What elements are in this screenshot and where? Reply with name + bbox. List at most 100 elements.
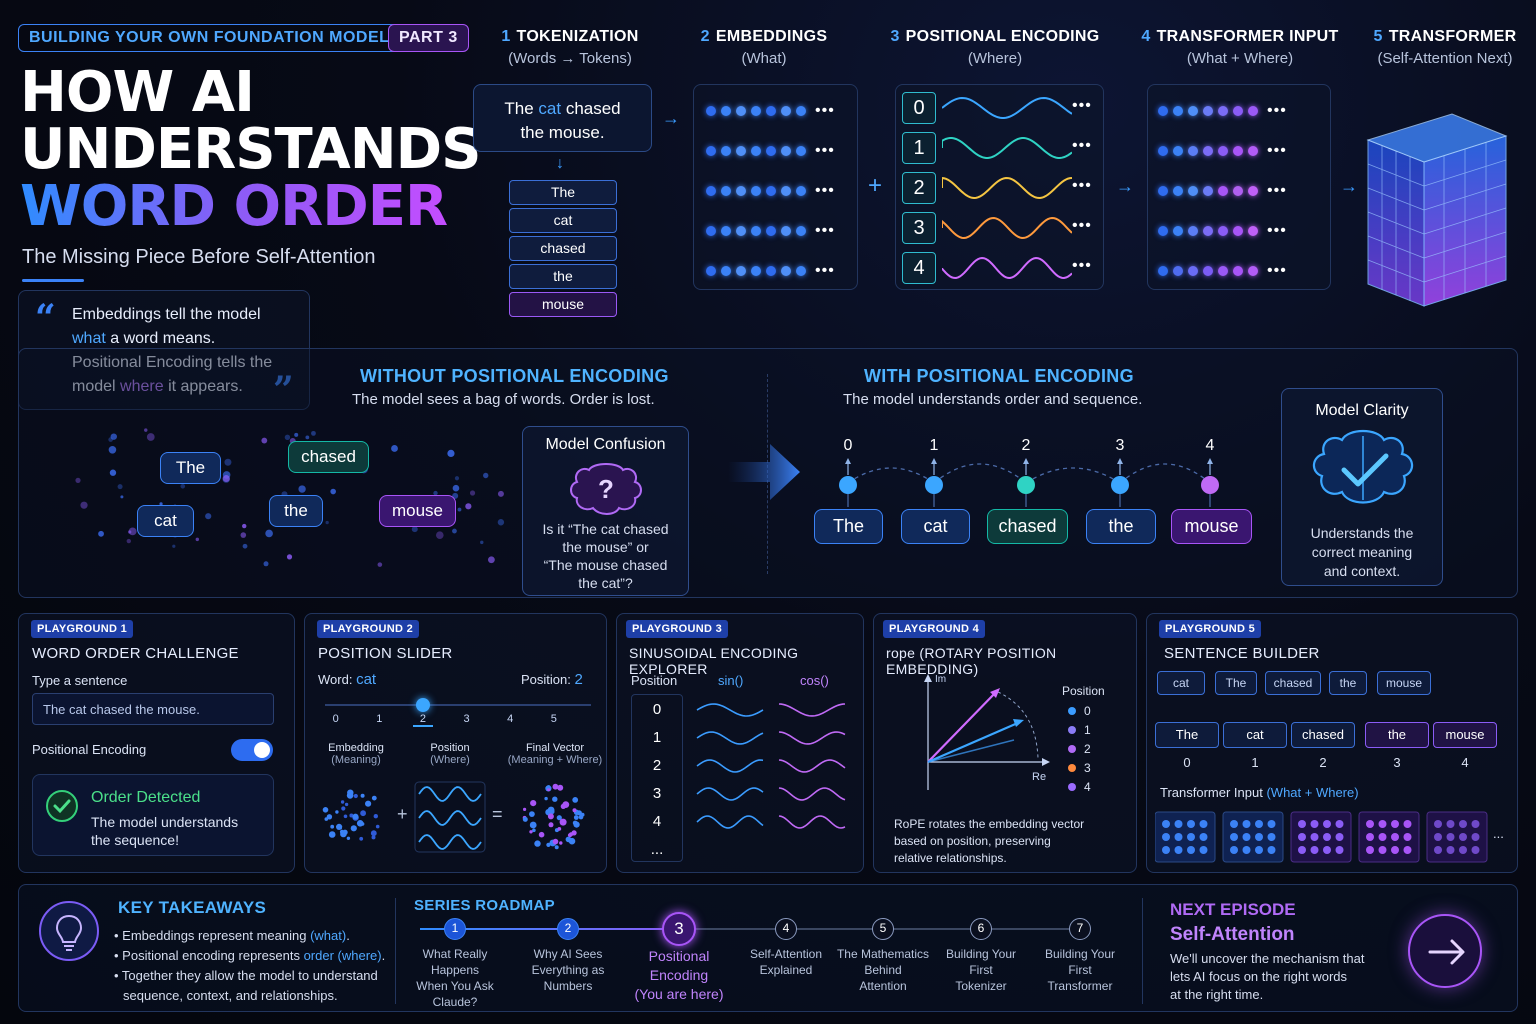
roadmap-step-2[interactable]: 2 — [557, 918, 579, 940]
vector-sum-graphic — [322, 781, 585, 853]
input-row-0: ••• — [1158, 102, 1287, 120]
arrow-right-icon: → — [1340, 176, 1358, 196]
footer-divider-2 — [1142, 898, 1143, 1004]
builder-chip-4[interactable]: mouse — [1377, 671, 1431, 695]
builder-chip-1[interactable]: The — [1215, 671, 1257, 695]
seq-node-0 — [839, 476, 857, 494]
pe-toggle[interactable] — [231, 739, 273, 761]
axis-re: Re — [1032, 771, 1046, 783]
pg2-eq: = — [492, 804, 503, 824]
roadmap-step-4[interactable]: 4 — [775, 918, 797, 940]
roadmap-step-6[interactable]: 6 — [970, 918, 992, 940]
next-episode-button[interactable] — [1408, 914, 1482, 988]
bag-word-0: The — [160, 452, 221, 484]
arrow-right-icon: → — [1116, 176, 1134, 196]
embedding-row-2: ••• — [706, 182, 835, 200]
bag-word-3: the — [269, 495, 323, 527]
arrow-right-icon: → — [662, 108, 680, 128]
clarity-title: Model Clarity — [1315, 402, 1409, 419]
seq-word-4: mouse — [1171, 509, 1252, 544]
embedding-row-3: ••• — [706, 222, 835, 240]
pg4-tag: PLAYGROUND 4 — [883, 620, 985, 638]
position-index-3: 3 — [902, 212, 936, 244]
position-label: Position: 2 — [521, 671, 583, 688]
ordered-index-2: 2 — [1319, 755, 1327, 770]
confusion-line-2: “The mouse chased — [543, 557, 668, 573]
roadmap-step-7[interactable]: 7 — [1069, 918, 1091, 940]
quote-text: Embeddings tell the model what a word me… — [72, 306, 273, 395]
embeddings-panel: ••••••••••••••• — [693, 84, 858, 290]
builder-chip-3[interactable]: the — [1329, 671, 1367, 695]
bag-word-4: mouse — [379, 495, 456, 527]
seq-node-3 — [1111, 476, 1129, 494]
roadmap-step-3[interactable]: 3 — [662, 912, 696, 946]
rope-rotation-diagram: Im Re — [924, 674, 1050, 790]
playground-2: PLAYGROUND 2 POSITION SLIDER Word: cat P… — [304, 613, 607, 873]
ordered-index-4: 4 — [1461, 755, 1469, 770]
position-column — [631, 694, 683, 862]
pg1-label: Type a sentence — [32, 673, 128, 688]
input-row-2: ••• — [1158, 182, 1287, 200]
final-vector-label: Final Vector(Meaning + Where) — [507, 742, 603, 766]
takeaways-list: • Embeddings represent meaning (what). •… — [114, 928, 386, 1003]
pg2-tag: PLAYGROUND 2 — [317, 620, 419, 638]
position-index-0: 0 — [902, 92, 936, 124]
sentence-input[interactable] — [32, 693, 274, 725]
token-chased: chased — [509, 236, 617, 261]
seq-position-0: 0 — [844, 437, 853, 454]
ordered-index-1: 1 — [1251, 755, 1259, 770]
roadmap-step-1[interactable]: 1 — [444, 918, 466, 940]
ordered-word-0[interactable]: The — [1155, 722, 1219, 748]
question-mark: ? — [598, 474, 614, 504]
ordered-word-4[interactable]: mouse — [1433, 722, 1497, 748]
builder-chip-2[interactable]: chased — [1265, 671, 1321, 695]
pe-wave-0 — [942, 97, 1072, 119]
position-index-4: 4 — [902, 252, 936, 284]
pg2-title: POSITION SLIDER — [318, 645, 453, 662]
confusion-line-0: Is it “The cat chased — [542, 521, 669, 537]
ordered-word-3[interactable]: the — [1365, 722, 1429, 748]
seq-word-2: chased — [987, 509, 1068, 544]
position-slider-thumb[interactable] — [415, 698, 430, 712]
input-row-1: ••• — [1158, 142, 1287, 160]
playground-3: PLAYGROUND 3 SINUSOIDAL ENCODING EXPLORE… — [616, 613, 864, 873]
pe-wave-1 — [942, 137, 1072, 159]
slider-tick-4: 4 — [507, 713, 514, 725]
seq-position-1: 1 — [930, 437, 939, 454]
next-episode-title: NEXT EPISODE — [1170, 900, 1296, 919]
slider-tick-2: 2 — [412, 713, 433, 727]
sin-cos-waves — [696, 703, 846, 829]
pg3-title: SINUSOIDAL ENCODING EXPLORER — [629, 645, 799, 677]
seq-position-4: 4 — [1206, 437, 1215, 454]
roadmap-step-5[interactable]: 5 — [872, 918, 894, 940]
builder-chip-0[interactable]: cat — [1157, 671, 1205, 695]
col-sin: sin() — [718, 673, 744, 688]
ordered-index-3: 3 — [1393, 755, 1401, 770]
position-slider-track[interactable] — [325, 704, 591, 706]
pe-wave-3 — [942, 217, 1072, 240]
pe-toggle-label: Positional Encoding — [32, 742, 147, 757]
order-detected-title: Order Detected — [91, 789, 201, 806]
transformer-input-blocks — [1155, 811, 1488, 863]
pg5-tag: PLAYGROUND 5 — [1159, 620, 1261, 638]
pg3-row-3: 3 — [652, 785, 662, 802]
pe-wave-2 — [942, 176, 1072, 200]
slider-tick-5: 5 — [550, 713, 557, 725]
ordered-word-2[interactable]: chased — [1291, 722, 1355, 748]
pg5-more: ... — [1493, 826, 1504, 841]
without-sub: The model sees a bag of words. Order is … — [352, 391, 655, 408]
ordered-word-1[interactable]: cat — [1223, 722, 1287, 748]
position-col-label: Position(Where) — [430, 742, 470, 766]
title-line-2: UNDERSTANDS — [20, 117, 481, 182]
with-sub: The model understands order and sequence… — [843, 391, 1143, 408]
without-title: WITHOUT POSITIONAL ENCODING — [360, 366, 669, 386]
